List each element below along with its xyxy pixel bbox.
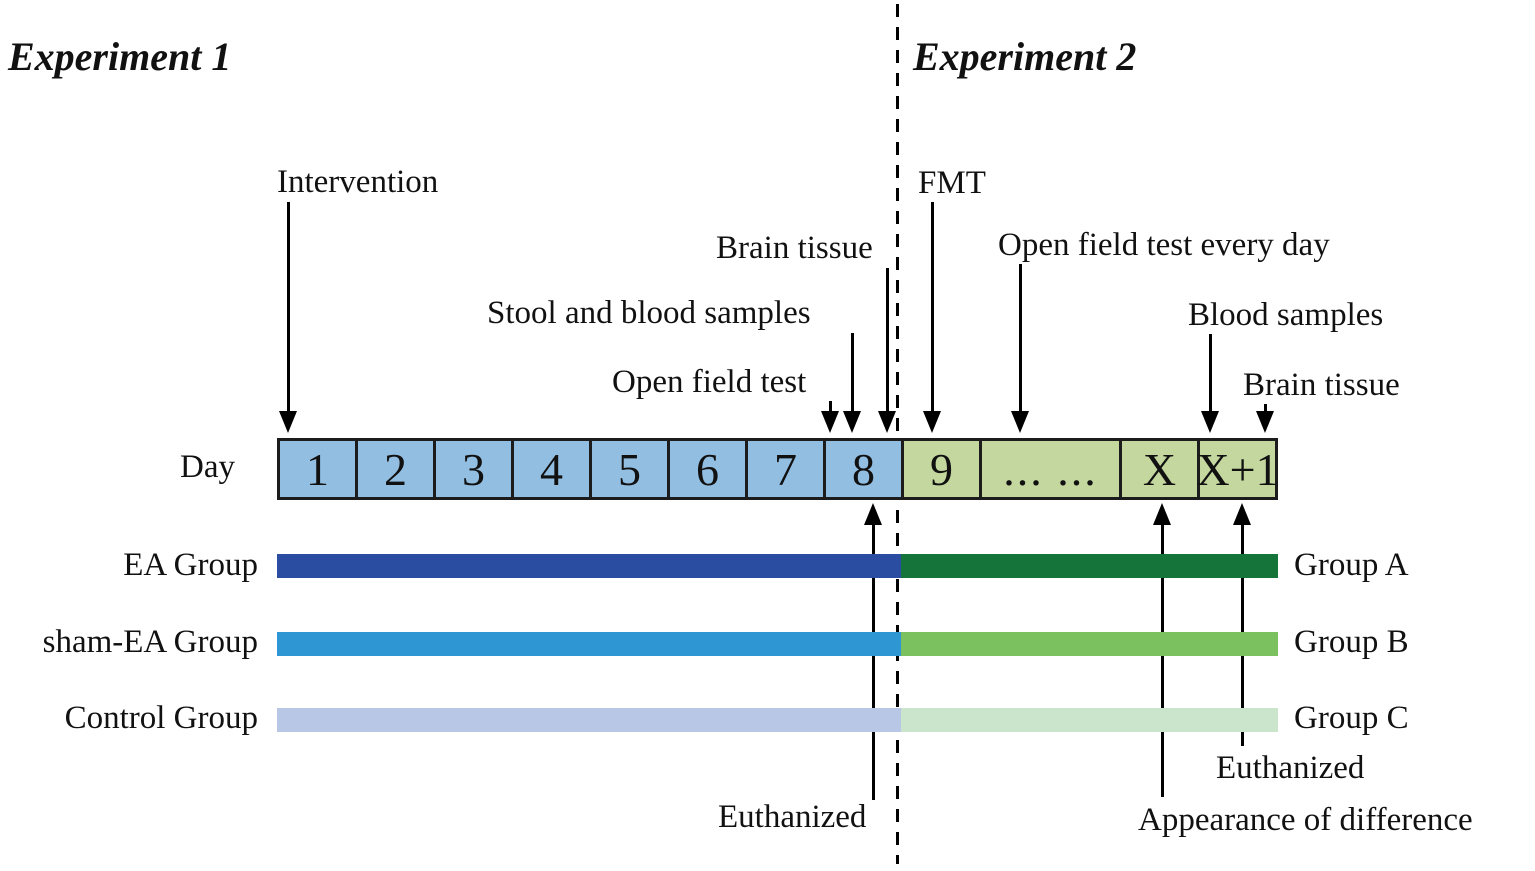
timeline-cell-day-x1: X+1	[1196, 438, 1279, 500]
euthanized-exp2-label: Euthanized	[1216, 750, 1365, 786]
arrow-head	[864, 503, 882, 525]
control-group-bar	[277, 708, 901, 732]
group-a-bar	[901, 554, 1278, 578]
timeline-cell-day-6: 6	[667, 438, 748, 500]
stool-and-blood-samples-label: Stool and blood samples	[487, 295, 811, 331]
experiment-2-title: Experiment 2	[913, 34, 1137, 79]
euthanized-exp1-label: Euthanized	[718, 799, 867, 835]
arrow-shaft	[931, 202, 934, 413]
arrow-shaft	[1264, 404, 1267, 413]
sham-ea-group-label: sham-EA Group	[42, 624, 258, 660]
timeline-cell-ellipsis: ... ...	[979, 438, 1122, 500]
arrow-shaft	[829, 401, 832, 413]
timeline-cell-day-2: 2	[355, 438, 436, 500]
experiment-1-title: Experiment 1	[8, 34, 232, 79]
group-c-label: Group C	[1294, 700, 1409, 736]
timeline-cell-day-8: 8	[823, 438, 904, 500]
group-c-bar	[901, 708, 1278, 732]
group-b-bar	[901, 632, 1278, 656]
timeline-cell-day-4: 4	[511, 438, 592, 500]
arrow-head	[821, 411, 839, 433]
timeline-cell-day-5: 5	[589, 438, 670, 500]
day-axis-label: Day	[180, 449, 235, 485]
intervention-label: Intervention	[277, 164, 439, 200]
arrow-shaft	[1019, 264, 1022, 413]
arrow-head	[279, 411, 297, 433]
group-a-label: Group A	[1294, 547, 1409, 583]
experiment-divider-dashed-line	[896, 4, 899, 864]
arrow-shaft	[1161, 523, 1164, 797]
arrow-head	[1233, 503, 1251, 525]
sham-ea-group-bar	[277, 632, 901, 656]
arrow-shaft	[287, 202, 290, 413]
arrow-head	[878, 411, 896, 433]
timeline-cell-day-3: 3	[433, 438, 514, 500]
open-field-test-label: Open field test	[612, 364, 807, 400]
arrow-head	[1011, 411, 1029, 433]
arrow-shaft	[1209, 334, 1212, 413]
timeline-cell-day-9: 9	[901, 438, 982, 500]
ea-group-bar	[277, 554, 901, 578]
day-timeline: 1 2 3 4 5 6 7 8 9 ... ... X X+1	[277, 438, 1279, 500]
arrow-shaft	[886, 268, 889, 413]
blood-samples-label: Blood samples	[1188, 297, 1384, 333]
brain-tissue-exp2-label: Brain tissue	[1243, 367, 1400, 403]
arrow-head	[1256, 411, 1274, 433]
arrow-shaft	[872, 523, 875, 800]
timeline-cell-day-7: 7	[745, 438, 826, 500]
group-b-label: Group B	[1294, 624, 1409, 660]
arrow-head	[1153, 503, 1171, 525]
appearance-of-difference-label: Appearance of difference	[1138, 802, 1473, 838]
arrow-head	[1201, 411, 1219, 433]
control-group-label: Control Group	[64, 700, 258, 736]
timeline-cell-day-1: 1	[277, 438, 358, 500]
ea-group-label: EA Group	[123, 547, 258, 583]
fmt-label: FMT	[918, 165, 986, 201]
brain-tissue-exp1-label: Brain tissue	[716, 230, 873, 266]
open-field-test-every-day-label: Open field test every day	[998, 227, 1330, 263]
arrow-shaft	[851, 333, 854, 413]
timeline-cell-day-x: X	[1119, 438, 1200, 500]
arrow-head	[843, 411, 861, 433]
arrow-head	[923, 411, 941, 433]
